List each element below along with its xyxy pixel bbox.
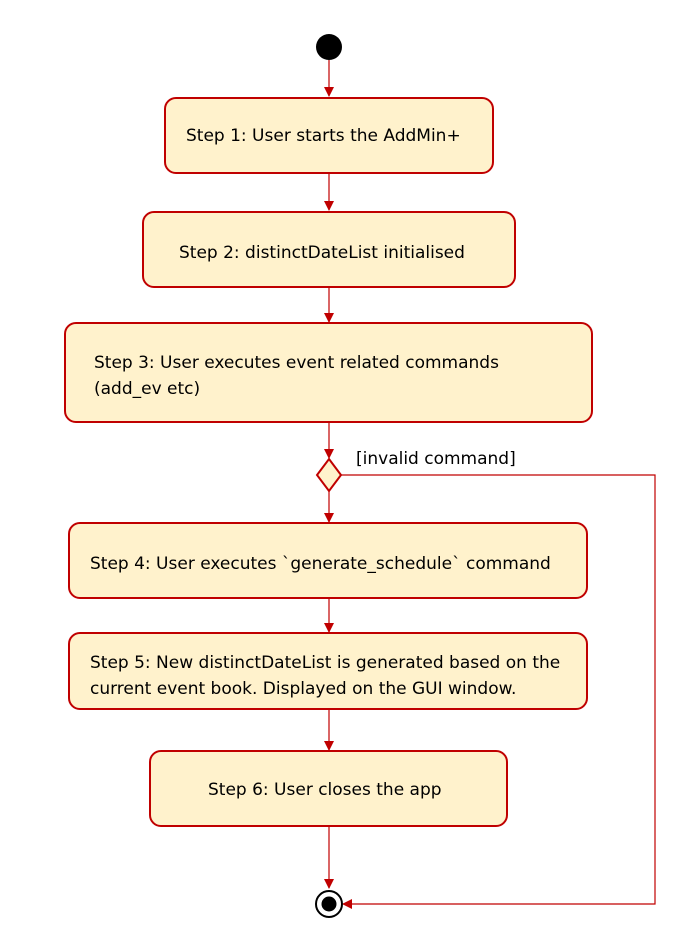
guard-invalid-command: [invalid command]	[356, 449, 516, 469]
step-3-node: Step 3: User executes event related comm…	[64, 322, 593, 423]
decision-node	[315, 457, 343, 493]
step-2-label: Step 2: distinctDateList initialised	[179, 243, 465, 263]
flow-invalid-branch	[341, 474, 656, 909]
step-6-label: Step 6: User closes the app	[208, 780, 442, 800]
step-6-node: Step 6: User closes the app	[149, 750, 508, 827]
step-2-node: Step 2: distinctDateList initialised	[142, 211, 516, 288]
step-5-node: Step 5: New distinctDateList is generate…	[68, 632, 588, 710]
step-5-label: Step 5: New distinctDateList is generate…	[90, 653, 561, 699]
step-1-node: Step 1: User starts the AddMin+	[164, 97, 494, 174]
final-node-dot	[321, 896, 337, 912]
step-3-label: Step 3: User executes event related comm…	[94, 353, 499, 399]
initial-node	[316, 34, 342, 60]
step-4-label: Step 4: User executes `generate_schedule…	[90, 554, 551, 574]
step-4-node: Step 4: User executes `generate_schedule…	[68, 522, 588, 599]
step-1-label: Step 1: User starts the AddMin+	[186, 126, 461, 146]
